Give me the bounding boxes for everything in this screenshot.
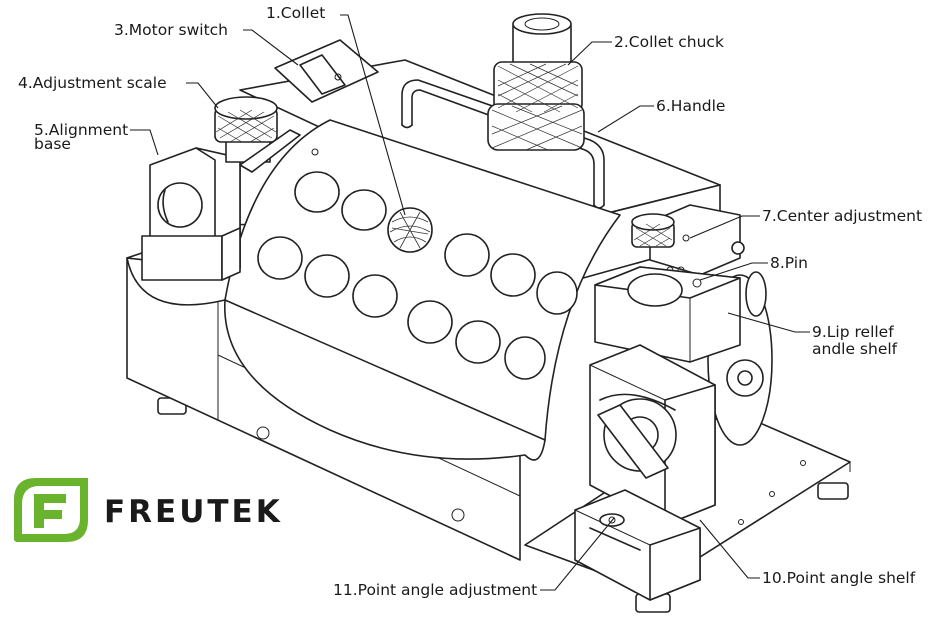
callout-adjustment-scale: 4.Adjustment scale [18,74,167,92]
callout-alignment-base: 5.Alignment base [34,122,128,153]
callout-lip-relief-line2: andle shelf [812,340,898,358]
collet-drum [126,119,621,461]
callout-pin: 8.Pin [770,254,808,272]
callout-collet: 1.Collet [266,4,326,22]
brand-name: FREUTEK [104,494,283,530]
callout-alignment-base-line1: 5.Alignment [34,121,129,139]
alignment-base [141,147,241,281]
freutek-logo-icon [14,478,88,542]
callout-center-adjustment: 7.Center adjustment [762,207,923,225]
right-assembly [574,204,773,601]
collet-chuck [487,13,585,151]
leader-lines [130,14,810,591]
callout-point-angle-shelf: 10.Point angle shelf [762,569,916,587]
adjustment-scale [214,96,301,173]
callout-lip-relief-line1: 9.Lip rellef [812,323,894,341]
callout-handle: 6.Handle [656,97,726,115]
callout-lip-relief: 9.Lip rellef andle shelf [812,324,897,358]
callout-point-angle-adjustment: 11.Point angle adjustment [333,581,538,599]
callout-collet-chuck: 2.Collet chuck [614,33,724,51]
callout-motor-switch: 3.Motor switch [114,21,228,39]
callout-alignment-base-line2: base [34,135,71,153]
